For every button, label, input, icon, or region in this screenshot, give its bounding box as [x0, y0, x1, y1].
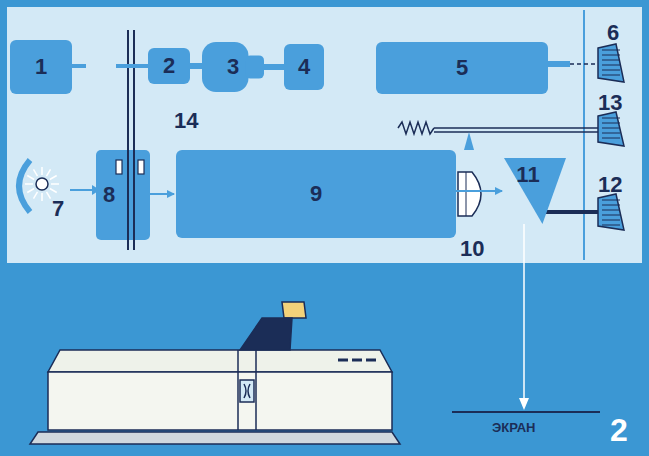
screen-line: [452, 411, 600, 413]
screen-label: ЭКРАН: [492, 420, 536, 435]
callout-number: 1: [35, 54, 47, 80]
lens: [458, 172, 481, 216]
callout-number: 10: [460, 236, 484, 262]
callout-number: 12: [598, 172, 622, 198]
device-block: 5: [376, 42, 548, 94]
device-block: 8: [96, 150, 150, 240]
light-path-arrow: [456, 190, 502, 192]
device-block: 9: [176, 150, 456, 238]
lens-rim: [466, 172, 467, 216]
callout-number: 2: [163, 53, 175, 79]
reflector: [19, 160, 30, 212]
callout-number: 8: [103, 182, 115, 208]
link-rod: [434, 127, 598, 129]
device-block: 11: [504, 158, 566, 224]
link-rod: [434, 131, 598, 133]
shaft: [116, 64, 148, 68]
knob-ribs: [602, 50, 620, 225]
drive-shaft: [190, 63, 202, 69]
arrow-head: [519, 398, 529, 410]
spring: [398, 122, 434, 134]
device-block: 3: [202, 38, 264, 96]
dashed-link: [570, 63, 598, 65]
projection-ray: [523, 224, 525, 400]
control-knobs: [598, 44, 624, 230]
callout-number: 3: [227, 54, 239, 80]
callout-number: 11: [516, 162, 539, 188]
projector-illustration: [30, 302, 400, 444]
lens-pointer: [464, 132, 474, 150]
callout-number: 14: [174, 108, 198, 134]
callout-number: 7: [52, 196, 64, 222]
callout-number: 6: [607, 20, 619, 46]
callout-number: 4: [298, 54, 310, 80]
callout-number: 5: [456, 55, 468, 81]
divider-line: [583, 10, 585, 260]
drive-shaft: [264, 64, 284, 70]
lamp: [36, 178, 48, 190]
device-block: 2: [148, 48, 190, 84]
device-block: 4: [284, 44, 324, 90]
shaft: [548, 61, 570, 67]
light-path-arrow: [150, 193, 174, 195]
callout-number: 9: [310, 181, 322, 207]
light-ray: [70, 189, 92, 191]
schematic-panel: [7, 7, 642, 263]
shaft: [72, 64, 86, 68]
callout-number: 13: [598, 90, 622, 116]
device-block: 1: [10, 40, 72, 94]
lamp-rays: [25, 167, 59, 201]
prism-shaft: [546, 210, 598, 214]
figure-number: 2: [610, 412, 628, 449]
